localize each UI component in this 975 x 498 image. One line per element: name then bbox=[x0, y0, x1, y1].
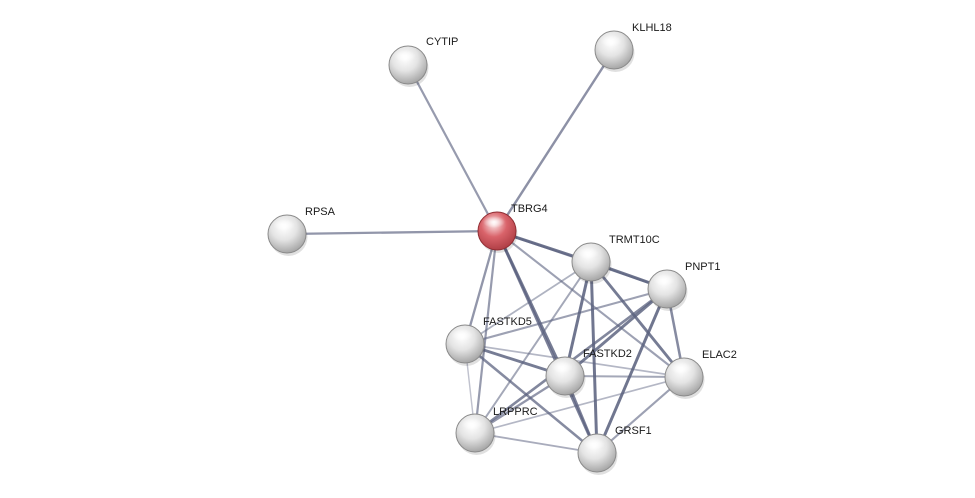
node-label: KLHL18 bbox=[632, 22, 672, 34]
edge-trmt10c-lrpprc[interactable] bbox=[474, 261, 592, 434]
node-cytip[interactable]: CYTIP bbox=[388, 36, 458, 87]
edge-pnpt1-grsf1[interactable] bbox=[595, 287, 669, 455]
node-label: PNPT1 bbox=[685, 261, 720, 273]
edge-trmt10c-elac2[interactable] bbox=[589, 260, 686, 379]
node-highlight bbox=[394, 50, 416, 62]
node-fastkd2[interactable]: FASTKD2 bbox=[545, 348, 632, 398]
edge-tbrg4-cytip[interactable] bbox=[406, 63, 499, 233]
node-elac2[interactable]: ELAC2 bbox=[664, 349, 737, 399]
edge-tbrg4-lrpprc[interactable] bbox=[473, 229, 499, 435]
node-highlight bbox=[583, 438, 605, 450]
edge-tbrg4-klhl18[interactable] bbox=[495, 48, 616, 233]
node-tbrg4[interactable]: TBRG4 bbox=[477, 203, 548, 253]
edge-pnpt1-fastkd2[interactable] bbox=[563, 287, 669, 378]
node-highlight bbox=[451, 329, 473, 341]
edge-lrpprc-grsf1[interactable] bbox=[474, 432, 598, 454]
edge-trmt10c-grsf1[interactable] bbox=[589, 260, 599, 455]
edge-layer bbox=[285, 48, 686, 455]
node-pnpt1[interactable]: PNPT1 bbox=[647, 261, 720, 311]
node-highlight bbox=[577, 247, 599, 259]
edge-elac2-lrpprc[interactable] bbox=[474, 376, 685, 434]
node-highlight bbox=[600, 35, 622, 47]
edge-trmt10c-fastkd5[interactable] bbox=[464, 261, 592, 345]
node-rpsa[interactable]: RPSA bbox=[267, 206, 336, 256]
node-label: FASTKD5 bbox=[483, 316, 532, 328]
node-label: GRSF1 bbox=[615, 425, 652, 437]
node-label: CYTIP bbox=[426, 36, 458, 48]
node-label: FASTKD2 bbox=[583, 348, 632, 360]
node-trmt10c[interactable]: TRMT10C bbox=[571, 234, 660, 284]
edge-tbrg4-rpsa[interactable] bbox=[285, 229, 499, 236]
edge-fastkd2-elac2[interactable] bbox=[564, 375, 685, 378]
node-fastkd5[interactable]: FASTKD5 bbox=[445, 316, 532, 366]
node-klhl18[interactable]: KLHL18 bbox=[594, 22, 672, 72]
node-label: LRPPRC bbox=[493, 406, 538, 418]
node-highlight bbox=[273, 219, 295, 231]
node-highlight bbox=[551, 361, 573, 373]
node-label: TRMT10C bbox=[609, 234, 660, 246]
node-label: RPSA bbox=[305, 206, 336, 218]
node-lrpprc[interactable]: LRPPRC bbox=[455, 406, 538, 455]
node-label: ELAC2 bbox=[702, 349, 737, 361]
node-grsf1[interactable]: GRSF1 bbox=[577, 425, 652, 475]
node-highlight bbox=[670, 362, 692, 374]
node-highlight bbox=[461, 418, 483, 430]
edge-pnpt1-fastkd5[interactable] bbox=[463, 287, 669, 346]
node-highlight bbox=[483, 216, 505, 228]
edge-tbrg4-fastkd5[interactable] bbox=[463, 229, 499, 346]
node-highlight bbox=[653, 274, 675, 286]
node-label: TBRG4 bbox=[511, 203, 548, 215]
edge-tbrg4-elac2[interactable] bbox=[495, 229, 686, 379]
